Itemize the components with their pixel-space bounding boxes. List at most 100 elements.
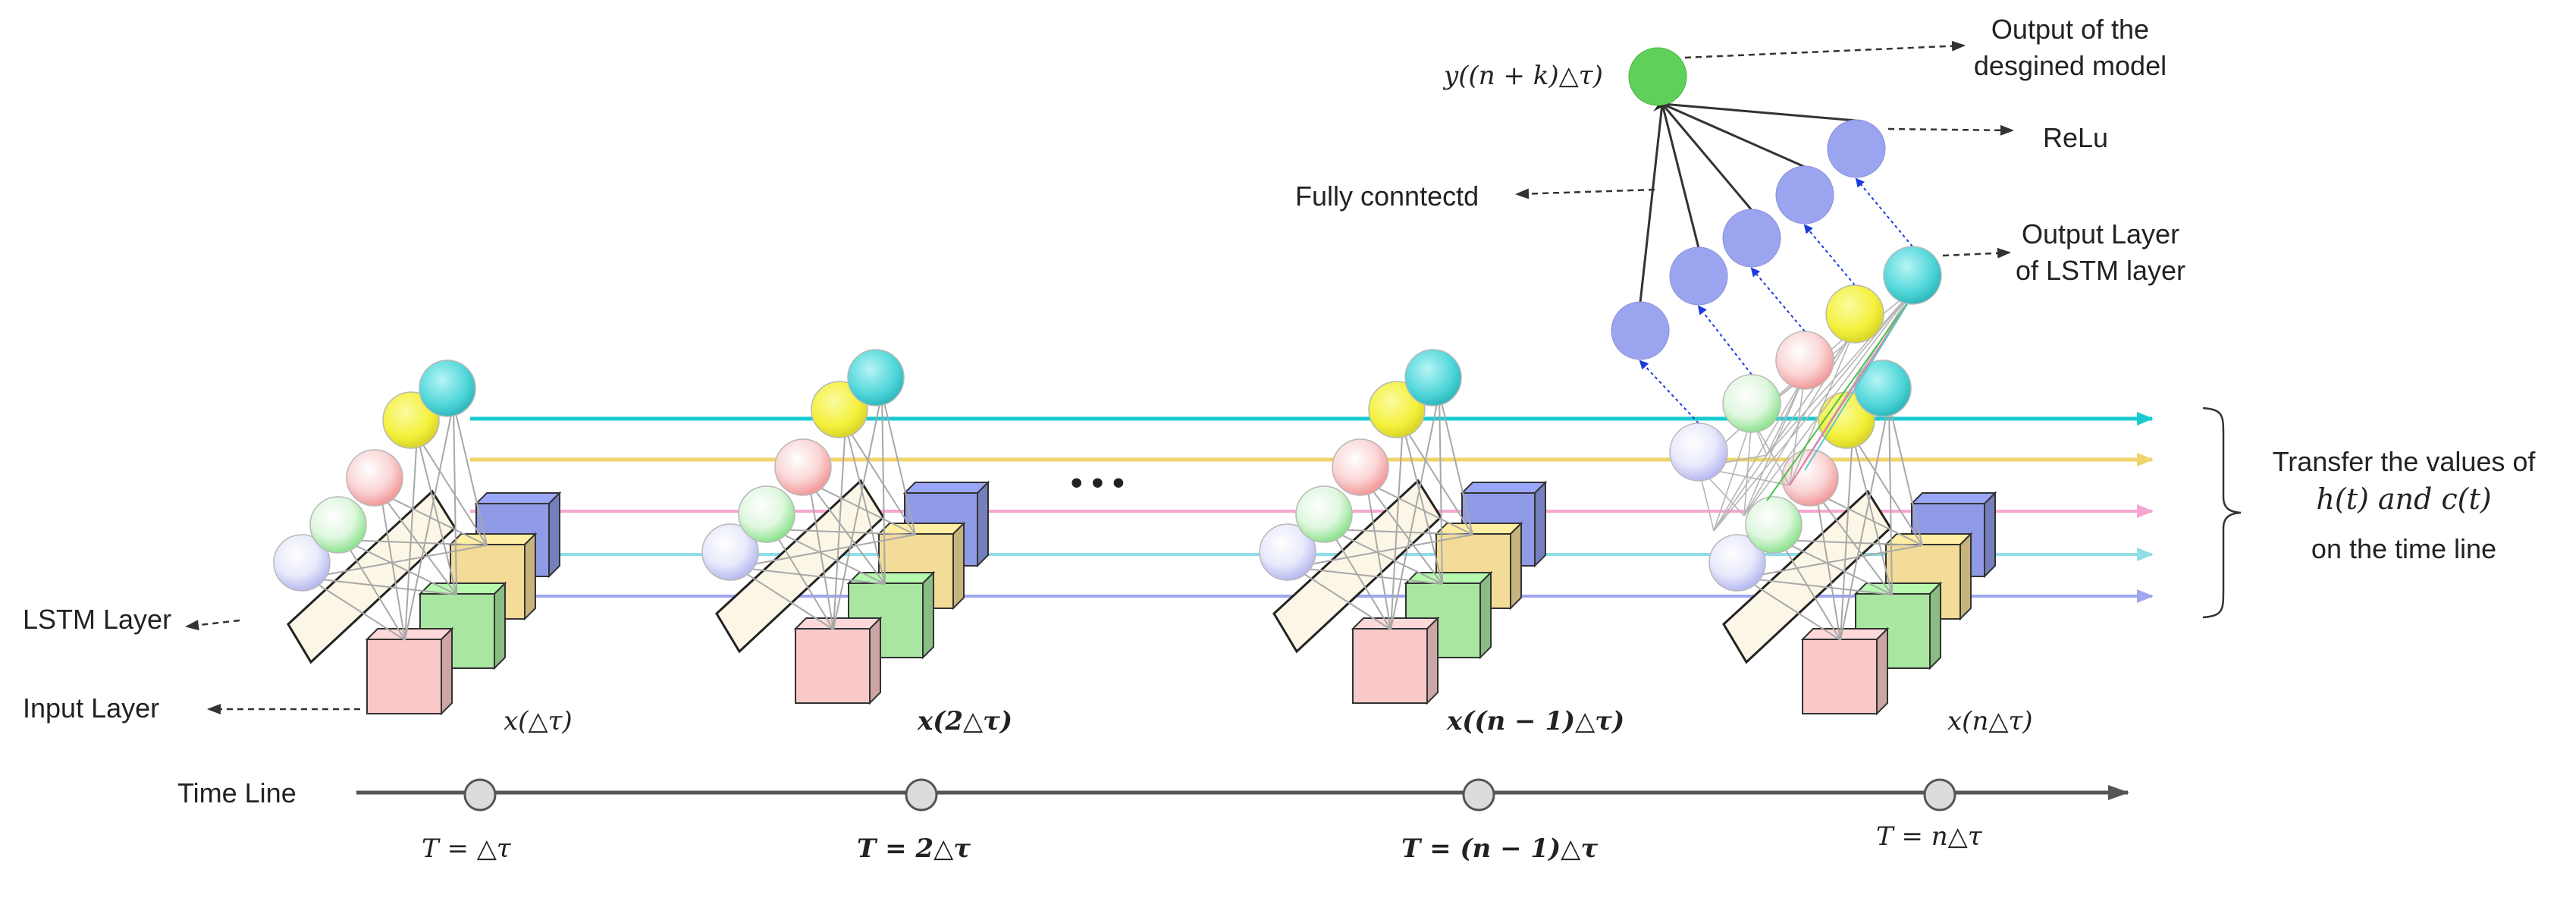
connection-line (1742, 576, 1841, 641)
cube-top (365, 628, 454, 640)
connection-line (450, 402, 488, 546)
connection-line (833, 391, 885, 630)
cube-top (902, 482, 990, 494)
fc-line (1661, 102, 1857, 122)
connection-line (1329, 528, 1392, 630)
cube-side (494, 581, 506, 670)
relu-link (1750, 267, 1806, 332)
connection-line (1390, 391, 1442, 630)
cube-side (1479, 570, 1492, 660)
connection-line (306, 576, 406, 641)
time-step-marker (463, 778, 497, 812)
connection-line (343, 539, 457, 595)
cube-top (1434, 523, 1523, 535)
connection-line (806, 481, 834, 630)
cube-side (952, 521, 965, 611)
cube-side (1510, 521, 1522, 611)
connection-line (833, 423, 849, 630)
time-label-2: T = 2△τ (857, 834, 971, 864)
connection-line (1292, 534, 1473, 570)
cube-top (877, 523, 966, 535)
lstm-unit (1781, 449, 1839, 507)
lstm-block-3 (1259, 349, 1548, 705)
cube-side (1984, 491, 1996, 579)
transfer-label-line2: h(t) and c(t) (2316, 482, 2492, 516)
connection-line (1766, 290, 1913, 456)
cube-top (1800, 628, 1890, 640)
input-label-2: x(2△τ) (918, 706, 1013, 736)
connection-line (415, 434, 457, 595)
lstm-unit (346, 449, 403, 507)
connection-line (404, 434, 421, 641)
cube-side (1426, 616, 1439, 705)
connection-line (404, 402, 457, 641)
connection-line (1713, 418, 1752, 532)
connection-line (1742, 545, 1923, 581)
connection-line (771, 529, 886, 585)
output-unit (1628, 47, 1687, 106)
lstm-unit (309, 496, 367, 554)
lstm-block-4 (1708, 360, 1997, 716)
lstm-output-pointer (1942, 247, 2011, 259)
connection-line (1713, 375, 1806, 532)
connection-line (1436, 391, 1473, 535)
connection-line (1778, 538, 1841, 641)
cube-side (869, 616, 881, 705)
connection-line (416, 434, 488, 546)
cube-side (1876, 626, 1888, 716)
connection-line (1713, 290, 1913, 532)
cube-side (1959, 532, 1972, 621)
time-label-1: T = △τ (422, 834, 511, 864)
relu-label: ReLu (2043, 122, 2109, 153)
cube-front (1802, 639, 1878, 714)
connection-line (1886, 402, 1923, 546)
lstm-unit (1332, 438, 1389, 496)
lstm-block-1 (273, 360, 562, 716)
lstm-output-label-line1: Output Layer (2021, 218, 2180, 250)
color-connection (1789, 295, 1913, 486)
connection-line (343, 536, 488, 546)
lstm-unit (738, 485, 795, 543)
lstm-unit (1708, 534, 1766, 592)
fc-line (1661, 103, 1753, 211)
lstm-unit (701, 523, 759, 581)
input-cube (365, 626, 454, 716)
connection-line (1885, 402, 1894, 595)
connection-line (1390, 423, 1407, 630)
lstm-layer-pointer (185, 619, 240, 631)
cube-side (977, 480, 989, 568)
connection-line (1743, 290, 1913, 517)
relu-pointer (1887, 124, 2014, 136)
connection-line (1401, 423, 1443, 585)
cube-side (441, 626, 453, 716)
connection-line (735, 534, 916, 570)
lstm-output-label-line2: of LSTM layer (2015, 255, 2186, 286)
ellipsis: • • • (1071, 464, 1125, 501)
connection-line (771, 528, 834, 630)
annotations (185, 40, 2242, 714)
cube-front (366, 639, 442, 714)
color-connection (1804, 295, 1913, 471)
cube-side (1534, 480, 1546, 568)
input-label-3: x((n − 1)△τ) (1447, 706, 1625, 736)
lstm-layer-label: LSTM Layer (23, 604, 172, 635)
connection-line (1743, 418, 1752, 517)
connection-line (450, 402, 458, 595)
cube-top (1884, 533, 1973, 545)
connections (1292, 391, 1473, 630)
time-line (356, 778, 2129, 812)
time-step-marker (1462, 778, 1495, 812)
connection-line (1850, 434, 1893, 595)
fc-line (1661, 102, 1806, 168)
fc-line (1639, 103, 1664, 303)
time-label-4: T = n△τ (1876, 821, 1982, 852)
lstm-output-unit (1883, 246, 1942, 305)
connection-line (1742, 574, 1893, 595)
input-layer-label: Input Layer (23, 692, 160, 724)
connection-line (1365, 482, 1473, 535)
cube-top (474, 492, 562, 504)
connection-line (735, 566, 834, 630)
fully-connected-pointer (1515, 188, 1655, 199)
connection-line (1292, 566, 1392, 630)
relu-unit (1722, 209, 1781, 268)
